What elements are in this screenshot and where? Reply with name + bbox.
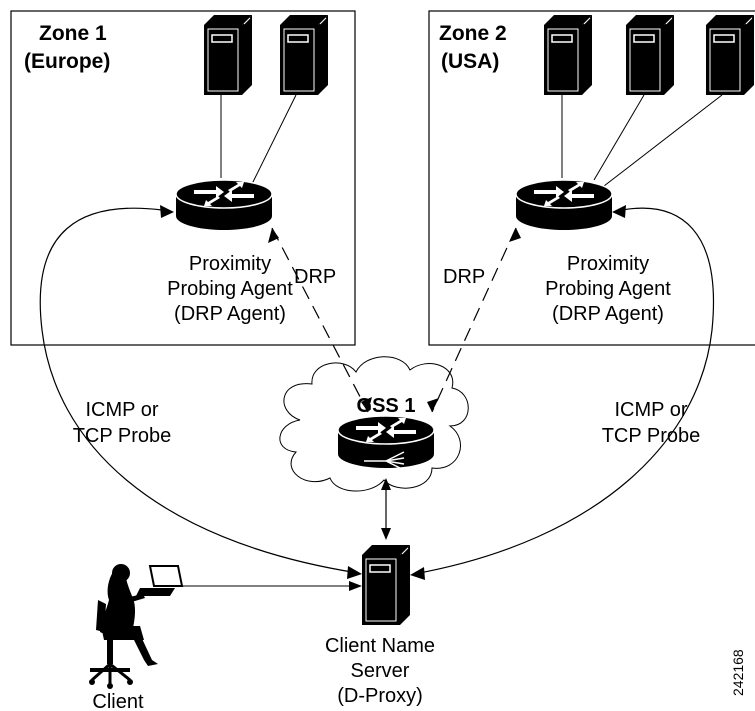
zone1-agent-line2: Probing Agent [167,278,293,300]
zone2-title: Zone 2 [439,22,507,45]
arrowhead [410,567,425,580]
server-icon [279,14,329,96]
drp-arrowhead [268,228,279,243]
drp-arrowhead [361,397,372,412]
zone2-drp-label: DRP [443,266,485,288]
gss-label: GSS 1 [357,395,416,417]
zone1-box [10,10,356,346]
name-server-line3: (D-Proxy) [337,685,423,707]
zone1-subtitle: (Europe) [24,50,110,73]
name-server-line2: Server [351,660,410,682]
name-server-line1: Client Name [325,635,435,657]
link-z1-server2 [251,94,297,185]
server-icon [705,14,755,96]
arrowhead [349,581,362,591]
zone2-box [428,10,755,346]
arrowhead [612,205,626,218]
arrowhead [381,528,391,540]
link-z2-server3 [603,94,723,187]
probe-curve-zone2 [413,207,714,575]
zone2-agent-line2: Probing Agent [545,278,671,300]
server-icon [203,14,253,96]
arrowhead [381,478,391,490]
router-icon [515,179,613,231]
zone1-probe-line1: ICMP or [86,399,159,421]
arrowhead [347,566,362,579]
zone1-probe-line2: TCP Probe [73,425,172,447]
probe-curve-zone1 [39,207,359,574]
router-icon [175,179,273,231]
drp-link-zone2 [431,227,517,413]
drp-arrowhead [427,398,439,412]
figure-id: 242168 [730,649,746,696]
client-label: Client [92,691,144,711]
drp-arrowhead [509,228,521,242]
server-icon [625,14,675,96]
drp-link-zone1 [271,227,369,413]
zone1-agent-line3: (DRP Agent) [174,303,286,325]
arrowhead [160,205,174,218]
zone2-agent-line3: (DRP Agent) [552,303,664,325]
server-icon [361,544,411,626]
zone2-subtitle: (USA) [441,50,499,73]
zone2-probe-line2: TCP Probe [602,425,701,447]
zone1-agent-line1: Proximity [189,253,271,275]
person-laptop-icon [89,564,184,689]
gss-router-icon [337,415,435,471]
zone1-drp-label: DRP [294,266,336,288]
zone2-probe-line1: ICMP or [615,399,688,421]
zone1-title: Zone 1 [39,22,107,45]
link-z2-server2 [593,94,645,181]
server-icon [543,14,593,96]
zone2-agent-line1: Proximity [567,253,649,275]
